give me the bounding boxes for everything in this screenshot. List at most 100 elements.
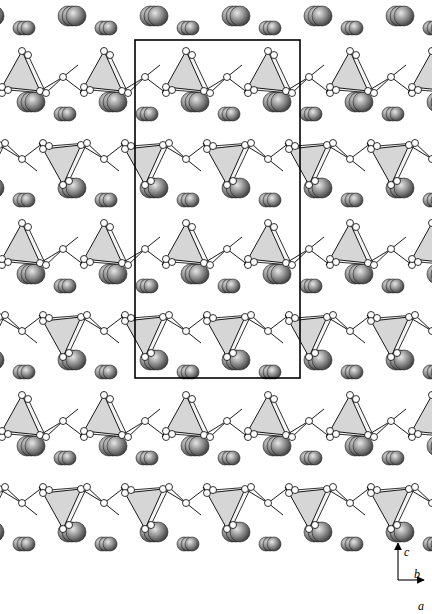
oxygen-atom [43, 262, 50, 269]
axis-label: a [418, 599, 424, 613]
tetrahedron [289, 145, 327, 185]
bond [122, 421, 145, 435]
oxygen-atom [25, 396, 32, 403]
oxygen-atom [312, 178, 319, 185]
tetrahedron [166, 51, 204, 91]
oxygen-atom [429, 156, 432, 163]
oxygen-atom [46, 487, 53, 494]
oxygen-atom [60, 74, 67, 81]
cation-atom [189, 264, 209, 284]
cation-atom [185, 365, 199, 379]
oxygen-atom [125, 90, 132, 97]
cation-atom [185, 193, 199, 207]
tetrahedron [125, 145, 163, 185]
oxygen-atom [148, 350, 155, 357]
cation-atom [394, 6, 414, 26]
bond [81, 489, 104, 503]
cation-atom [431, 193, 432, 207]
oxygen-atom [306, 74, 313, 81]
axes [398, 543, 424, 580]
oxygen-atom [333, 259, 340, 266]
cation-atom [148, 178, 168, 198]
bond [409, 317, 432, 331]
cation-atom [25, 264, 45, 284]
cation-atom [431, 21, 432, 35]
tetrahedron [43, 489, 81, 529]
tetrahedron [371, 489, 409, 529]
tetrahedron [84, 395, 122, 435]
bond [327, 489, 350, 503]
cation-atom [267, 21, 281, 35]
oxygen-atom [374, 143, 381, 150]
oxygen-atom [128, 487, 135, 494]
oxygen-atom [19, 500, 26, 507]
oxygen-atom [43, 90, 50, 97]
oxygen-atom [330, 140, 337, 147]
cation-atom [66, 6, 86, 26]
cation-atom [103, 193, 117, 207]
bond [81, 145, 104, 159]
oxygen-atom [107, 52, 114, 59]
oxygen-atom [412, 140, 419, 147]
tetrahedron [330, 395, 368, 435]
tetrahedron [2, 223, 40, 263]
bond [245, 489, 268, 503]
cation-atom [308, 279, 322, 293]
bond [327, 145, 350, 159]
bond [204, 249, 227, 263]
cation-atom [107, 92, 127, 112]
oxygen-atom [128, 143, 135, 150]
cation-atom [21, 365, 35, 379]
bond [286, 77, 309, 91]
cation-atom [312, 350, 332, 370]
cation-atom [66, 350, 86, 370]
oxygen-atom [415, 431, 422, 438]
cation-atom [308, 107, 322, 121]
oxygen-atom [166, 312, 173, 319]
tetrahedra-layers [0, 48, 432, 533]
tetrahedron [43, 145, 81, 185]
oxygen-atom [292, 487, 299, 494]
axis-arrow [398, 579, 424, 580]
oxygen-atom [5, 431, 12, 438]
cation-atom [349, 193, 363, 207]
cation-atom [394, 178, 414, 198]
cation-atom [66, 522, 86, 542]
cation-atom [21, 537, 35, 551]
cation-atom [62, 279, 76, 293]
tetrahedron [248, 395, 286, 435]
cation-atom [103, 537, 117, 551]
oxygen-atom [347, 156, 354, 163]
cation-atom [0, 6, 4, 26]
cation-atom [148, 6, 168, 26]
oxygen-atom [265, 328, 272, 335]
cation-atom [62, 107, 76, 121]
oxygen-atom [210, 487, 217, 494]
bond [204, 77, 227, 91]
unit-cell-outline [135, 40, 300, 378]
bond [40, 421, 63, 435]
oxygen-atom [429, 48, 432, 55]
oxygen-atom [210, 143, 217, 150]
cation-atom [267, 193, 281, 207]
cation-atom [230, 522, 250, 542]
cation-atom [107, 436, 127, 456]
bond [122, 249, 145, 263]
cation-atom [144, 279, 158, 293]
oxygen-atom [230, 178, 237, 185]
cation-atom [353, 264, 373, 284]
tetrahedron [330, 51, 368, 91]
oxygen-atom [371, 90, 378, 97]
bond [409, 145, 432, 159]
cation-atom [267, 365, 281, 379]
oxygen-atom [248, 312, 255, 319]
oxygen-atom [333, 431, 340, 438]
cation-atom [390, 107, 404, 121]
bond [368, 77, 391, 91]
cation-atom [394, 350, 414, 370]
cation-atom [308, 451, 322, 465]
oxygen-atom [415, 259, 422, 266]
cation-atom [189, 92, 209, 112]
oxygen-atom [251, 431, 258, 438]
